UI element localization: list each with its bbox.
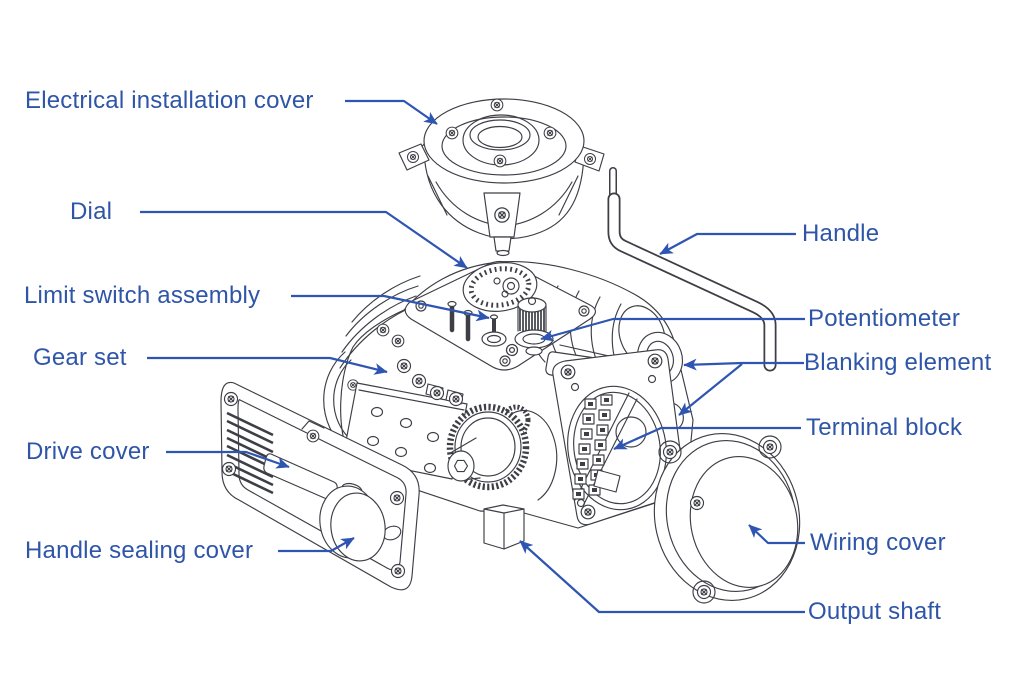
leader-handle: [659, 232, 796, 255]
label-handle: Handle: [802, 220, 880, 247]
leader-potentiometer: [540, 317, 805, 342]
leader-dial: [140, 210, 468, 269]
label-output-shaft: Output shaft: [808, 598, 942, 625]
label-drive-cover: Drive cover: [26, 438, 150, 465]
leader-blanking-element-a: [683, 358, 804, 371]
leader-wiring-cover: [748, 524, 805, 545]
label-limit-switch-assembly: Limit switch assembly: [24, 282, 261, 309]
leader-output-shaft: [519, 540, 805, 614]
leader-terminal-block: [613, 426, 801, 451]
label-electrical-installation-cover: Electrical installation cover: [25, 87, 314, 114]
drive-cover-louvers: [226, 411, 274, 495]
leader-electrical-installation-cover: [345, 99, 438, 125]
output-shaft-drawing: [483, 504, 525, 550]
label-wiring-cover: Wiring cover: [810, 529, 946, 556]
potentiometer-drawing: [514, 296, 554, 356]
dial-drawing: [462, 262, 538, 312]
leader-limit-switch-assembly: [291, 294, 490, 322]
wiring-cover-drawing: [653, 432, 801, 604]
limit-switch-assembly-drawing: [376, 260, 597, 371]
callout-leaders: [140, 99, 805, 614]
terminal-block-drawing: [572, 392, 638, 507]
electrical-installation-cover-drawing: [398, 98, 605, 257]
label-handle-sealing-cover: Handle sealing cover: [25, 537, 254, 564]
drive-cover-drawing: [220, 381, 420, 591]
label-gear-set: Gear set: [33, 344, 127, 371]
leader-gear-set: [147, 356, 388, 375]
label-terminal-block: Terminal block: [806, 414, 963, 441]
leader-blanking-element-b: [678, 363, 743, 416]
actuator-body-drawing: Ex: [323, 260, 694, 550]
leader-drive-cover: [166, 450, 290, 469]
label-potentiometer: Potentiometer: [808, 305, 961, 332]
leader-handle-sealing-cover: [278, 537, 355, 553]
label-blanking-element: Blanking element: [804, 349, 992, 376]
handle-drawing: [607, 167, 777, 372]
label-dial: Dial: [70, 198, 113, 225]
